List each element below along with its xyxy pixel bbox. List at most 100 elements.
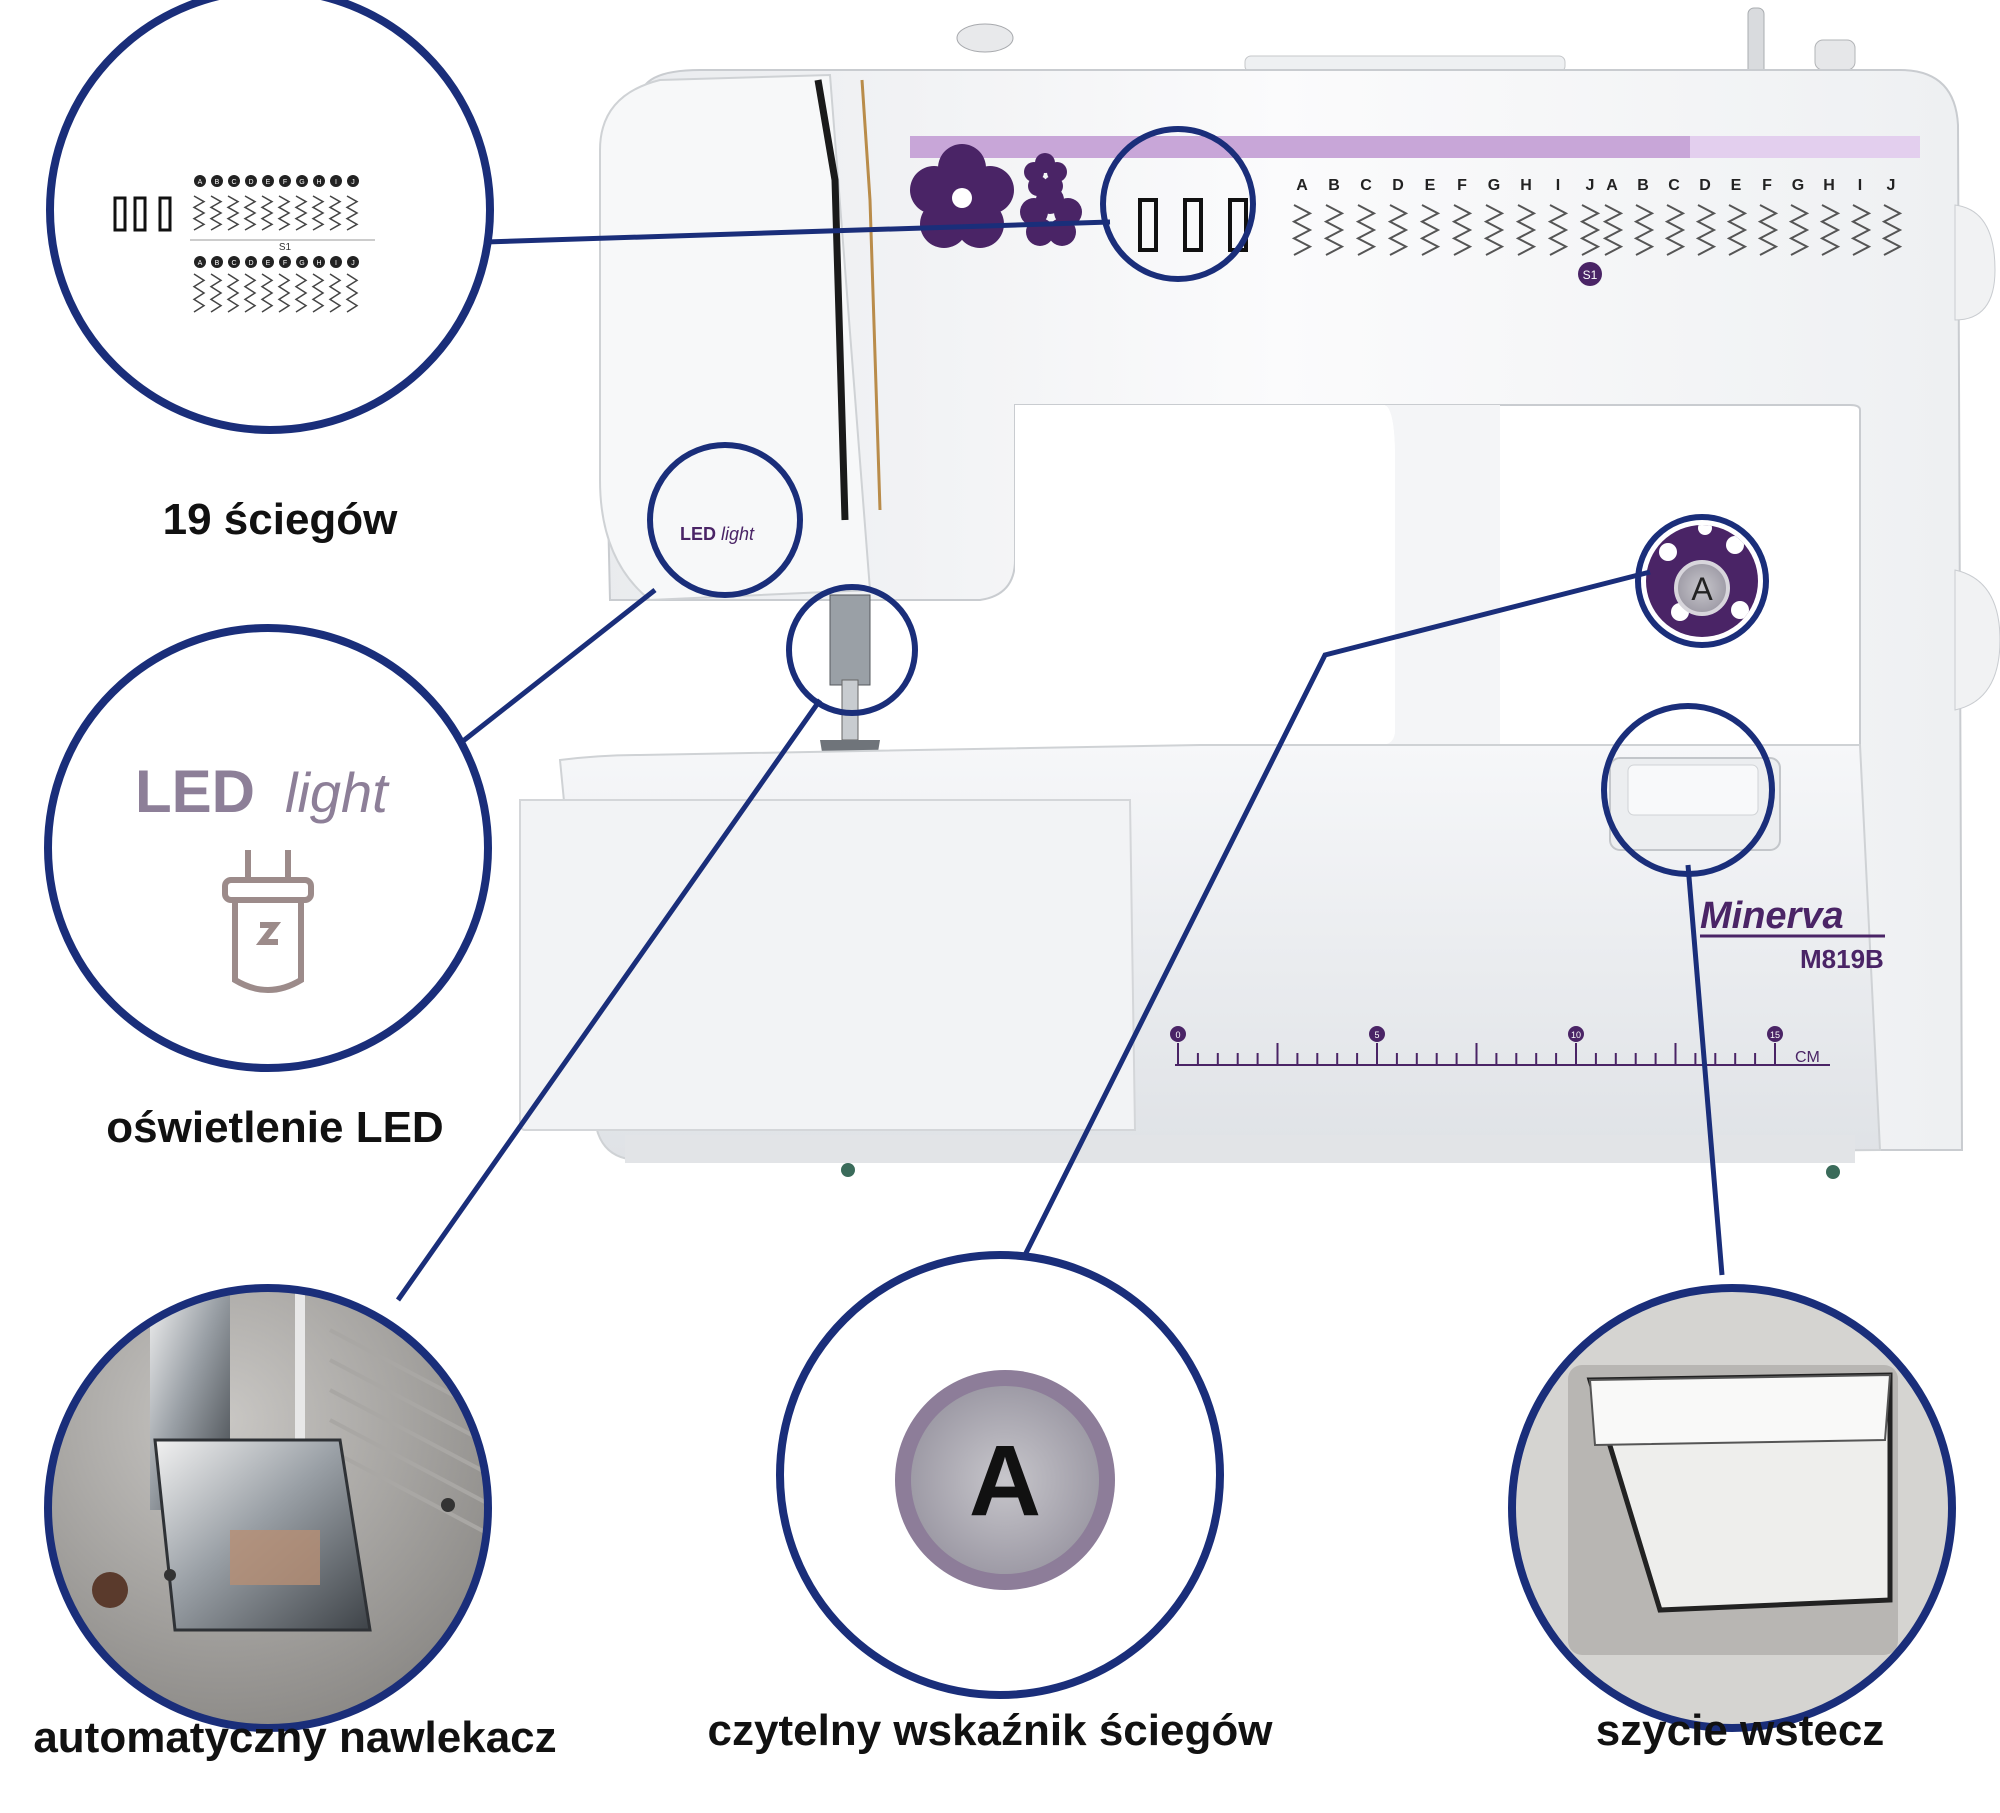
zoom-threader [44, 1284, 492, 1732]
panel-letter: F [1762, 177, 1772, 194]
ruler-mark: 0 [1175, 1030, 1180, 1040]
stitch-glyph [1726, 204, 1748, 256]
zoom-letter: I [335, 179, 337, 186]
stitch-glyph [1419, 204, 1441, 256]
zoom-letter: F [283, 179, 287, 186]
zoom-led: LED light [44, 624, 492, 1072]
stitch-selector-dial: A [1646, 525, 1758, 637]
caption-stitch-indicator: czytelny wskaźnik ściegów [707, 1706, 1273, 1755]
thread-path-black [814, 79, 849, 521]
stitch-badge-label: S1 [1583, 268, 1598, 282]
stitch-glyph [294, 273, 308, 313]
stitch-glyph [1451, 204, 1473, 256]
stitch-glyph [294, 195, 308, 231]
stitch-glyph [1788, 204, 1810, 256]
stitch-glyph [328, 195, 342, 231]
arm-opening [1015, 405, 1395, 745]
zoom-letter: J [351, 179, 355, 186]
plug-icon [222, 850, 314, 993]
stitch-glyph [311, 273, 325, 313]
zoom-letter-dot [228, 175, 240, 187]
ruler-mark: 15 [1770, 1030, 1780, 1040]
stitch-glyph [1291, 204, 1313, 256]
caption-auto-threader: automatyczny nawlekacz [33, 1713, 557, 1762]
zoom-letter: G [299, 179, 304, 186]
zoom-letter-dot [245, 256, 257, 268]
stitch-glyph [1515, 204, 1537, 256]
caption-stitches: 19 ściegów [162, 495, 398, 544]
focus-marker-dial [1635, 514, 1769, 648]
panel-letter: C [1668, 177, 1680, 194]
needle [295, 1288, 305, 1465]
machine-foot [841, 1163, 855, 1177]
zoom-letter: A [198, 260, 203, 267]
panel-letter: B [1328, 177, 1340, 194]
zoom-letter-dot [228, 256, 240, 268]
zoom-letter: I [335, 260, 337, 267]
indicator-disk [911, 1386, 1099, 1574]
zoom-letter: C [231, 260, 236, 267]
stitch-badge [1578, 262, 1602, 286]
head-led-label: LED light [680, 524, 755, 544]
handwheel-upper [1954, 204, 1996, 321]
dial-letter: A [1691, 571, 1713, 607]
ruler-mark: 5 [1374, 1030, 1379, 1040]
zoom-letter: F [283, 260, 287, 267]
zoom-letter-dot [279, 175, 291, 187]
ruler-labels: 0 5 10 15 [1170, 1026, 1783, 1042]
stitch-glyph [226, 273, 240, 313]
zoom-letter-dot [347, 175, 359, 187]
stitch-glyph [260, 195, 274, 231]
seam-ruler [1175, 1043, 1830, 1066]
ruler-mark: 10 [1571, 1030, 1581, 1040]
zoom-letter: H [316, 260, 321, 267]
panel-letter: I [1858, 177, 1862, 194]
ruler-mark-dot [1767, 1026, 1783, 1042]
panel-letter: I [1556, 177, 1560, 194]
panel-letter: J [1887, 177, 1896, 194]
stitch-glyph [1664, 204, 1686, 256]
focus-marker-stitch-panel [1100, 126, 1256, 282]
ruler-unit: CM [1795, 1049, 1820, 1066]
panel-letter: D [1392, 177, 1404, 194]
stitch-glyph [1547, 204, 1569, 256]
zoom-letter-dot [279, 256, 291, 268]
zoom-reverse [1508, 1284, 1956, 1732]
caption-reverse-sewing: szycie wstecz [1595, 1706, 1885, 1755]
stitch-glyph [209, 273, 223, 313]
stitch-glyph [311, 195, 325, 231]
stitch-glyph [1355, 204, 1377, 256]
panel-letter: G [1488, 177, 1500, 194]
zoom-letter-dot [194, 175, 206, 187]
ruler-mark-dot [1369, 1026, 1385, 1042]
focus-marker-threader [786, 584, 918, 716]
stitch-glyph [1579, 204, 1601, 256]
zoom-letter: B [215, 179, 220, 186]
zoom-letter-dot [313, 175, 325, 187]
spool-cap [1814, 39, 1856, 71]
zoom-letter: G [299, 260, 304, 267]
fabric-patch [230, 1530, 320, 1585]
zoom-letter: A [198, 179, 203, 186]
panel-letter: E [1425, 177, 1436, 194]
stitch-glyph [1323, 204, 1345, 256]
panel-letter: H [1823, 177, 1835, 194]
stitch-glyph [192, 195, 206, 231]
zoom-letter-dot [296, 175, 308, 187]
stitch-glyph [1602, 204, 1624, 256]
zoom-letter-dot [330, 256, 342, 268]
zoom-letter: E [266, 260, 271, 267]
decor-stripe [910, 136, 1920, 158]
stitch-glyph [243, 195, 257, 231]
zoom-letter-dot [330, 175, 342, 187]
focus-marker-led [647, 442, 803, 598]
stitch-glyph [345, 273, 359, 313]
focus-markers [647, 126, 1775, 877]
stitch-glyph [1881, 204, 1903, 256]
stitch-glyph [1695, 204, 1717, 256]
brand-logo: Minerva [1700, 895, 1844, 937]
zoom-led-suffix: light [285, 761, 390, 824]
stitch-glyph [277, 195, 291, 231]
